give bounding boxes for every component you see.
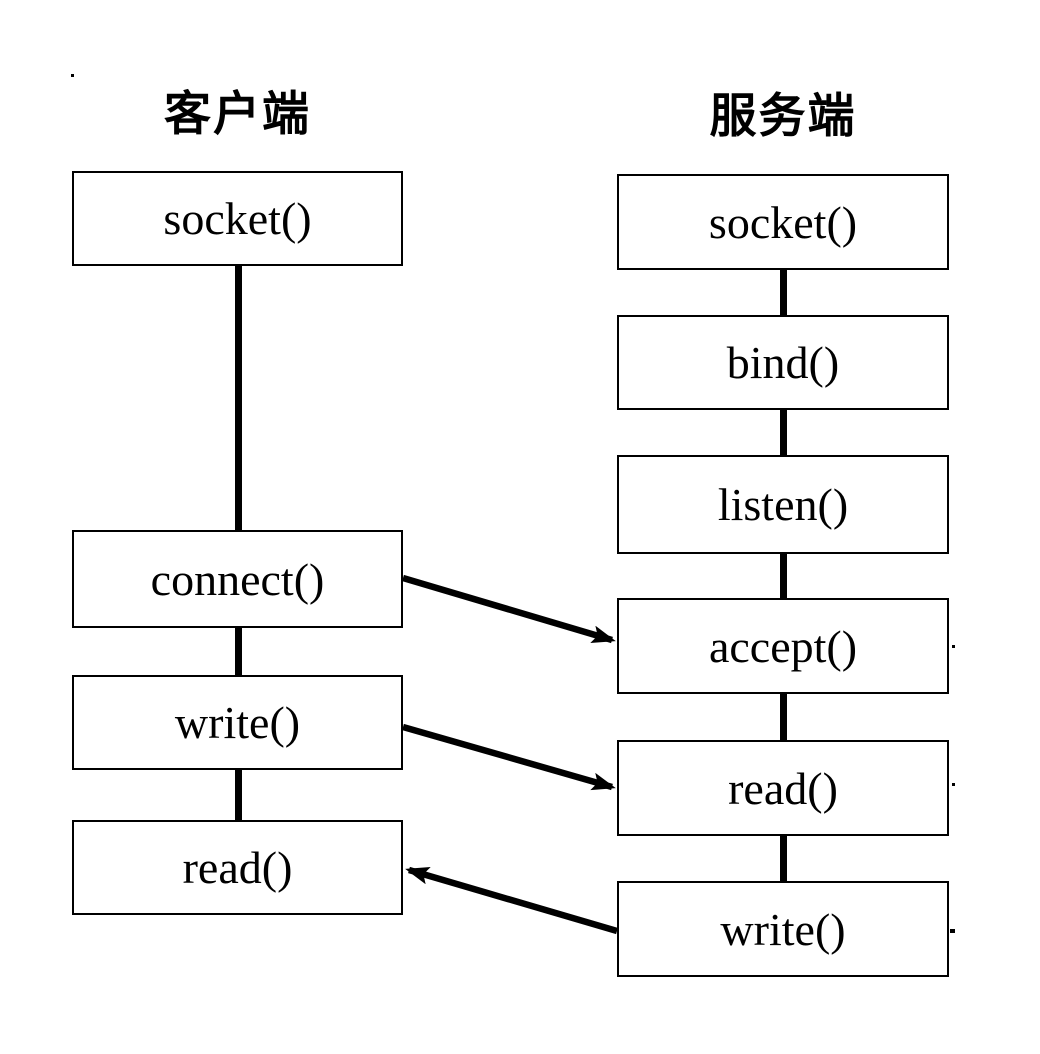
scan-artifact-dot-4 [950, 929, 955, 933]
client-socket-box: socket() [72, 171, 403, 266]
client-connector-write-read [235, 768, 242, 822]
arrow-clientwrite-to-serverread [402, 723, 616, 791]
client-connector-socket-connect [235, 264, 242, 532]
scan-artifact-dot-3 [952, 783, 955, 786]
server-listen-box: listen() [617, 455, 949, 554]
client-column-title: 客户端 [164, 87, 311, 142]
server-connector-read-write [780, 834, 787, 883]
server-connector-socket-bind [780, 268, 787, 317]
server-connector-listen-accept [780, 552, 787, 600]
server-socket-box: socket() [617, 174, 949, 270]
arrow-serverwrite-to-clientread [405, 866, 618, 935]
server-write-box: write() [617, 881, 949, 977]
client-read-box: read() [72, 820, 403, 915]
scan-artifact-dot-1 [71, 74, 74, 77]
arrow-connect-to-accept [402, 574, 616, 644]
server-connector-accept-read [780, 692, 787, 742]
server-accept-box: accept() [617, 598, 949, 694]
client-connect-box: connect() [72, 530, 403, 628]
server-read-box: read() [617, 740, 949, 836]
server-connector-bind-listen [780, 408, 787, 457]
server-bind-box: bind() [617, 315, 949, 410]
client-write-box: write() [72, 675, 403, 770]
server-column-title: 服务端 [709, 89, 857, 144]
client-connector-connect-write [235, 626, 242, 677]
scan-artifact-dot-2 [952, 645, 955, 648]
